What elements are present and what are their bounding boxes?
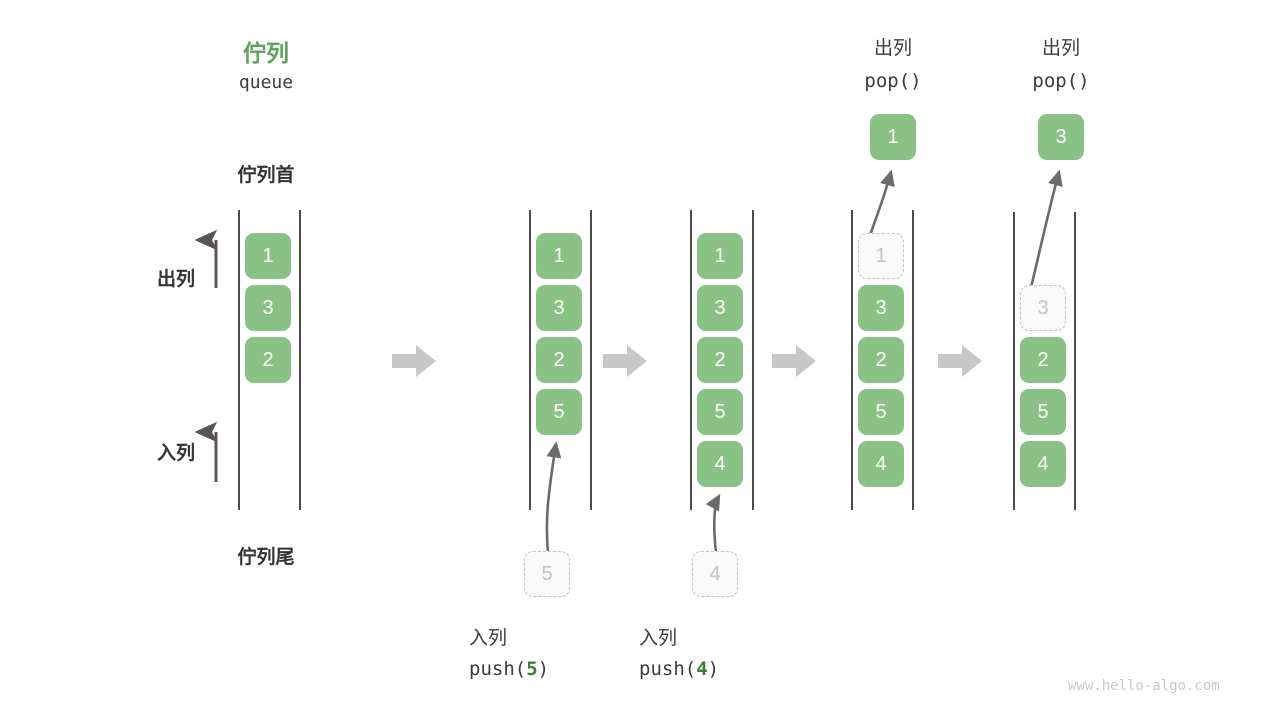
queue-cell: 5 — [697, 389, 743, 435]
queue-cell: 1 — [697, 233, 743, 279]
step-caption-code: push(4) — [639, 658, 829, 680]
queue-cell: 3 — [697, 285, 743, 331]
queue-rail-left — [851, 210, 853, 510]
queue-cell: 2 — [536, 337, 582, 383]
queue-cell: 4 — [858, 441, 904, 487]
queue-rail-left — [690, 210, 692, 510]
queue-cell: 1 — [536, 233, 582, 279]
queue-cell: 1 — [245, 233, 291, 279]
code-suffix: ) — [537, 658, 550, 680]
code-suffix: ) — [707, 658, 720, 680]
queue-rail-left — [1013, 212, 1015, 510]
queue-cell: 4 — [1020, 441, 1066, 487]
queue-rail-right — [752, 210, 754, 510]
page-title: 佇列 — [243, 40, 289, 66]
step-header-code: pop() — [864, 70, 922, 92]
queue-cell: 2 — [245, 337, 291, 383]
step-caption-code: push(5) — [469, 658, 659, 680]
code-prefix: push( — [469, 658, 527, 680]
step-caption-cn: 入列 — [639, 628, 678, 649]
step-arrow-icon — [603, 345, 647, 377]
queue-rail-right — [299, 210, 301, 510]
step-header-cn: 出列 — [873, 38, 912, 59]
queue-cell-removed: 3 — [1020, 285, 1066, 331]
queue-cell: 3 — [536, 285, 582, 331]
queue-cell: 3 — [858, 285, 904, 331]
step-header-code: pop() — [1032, 70, 1090, 92]
queue-cell-new: 4 — [697, 441, 743, 487]
queue-cell: 3 — [245, 285, 291, 331]
queue-tail-label: 佇列尾 — [237, 547, 295, 568]
queue-rail-right — [1074, 212, 1076, 510]
code-arg: 4 — [696, 658, 708, 680]
page-subtitle: queue — [238, 72, 294, 93]
popped-cell: 3 — [1038, 114, 1084, 160]
queue-cell-removed: 1 — [858, 233, 904, 279]
step-caption-cn: 入列 — [469, 628, 508, 649]
queue-rail-right — [912, 210, 914, 510]
step-arrow-icon — [938, 345, 982, 377]
enqueue-label: 入列 — [156, 443, 195, 464]
push-4-curve-arrow — [705, 493, 721, 554]
queue-rail-left — [238, 210, 240, 510]
queue-rail-right — [590, 210, 592, 510]
queue-rail-left — [529, 210, 531, 510]
code-prefix: push( — [639, 658, 697, 680]
queue-head-label: 佇列首 — [237, 165, 295, 186]
push-input-cell: 4 — [692, 551, 738, 597]
queue-cell: 2 — [858, 337, 904, 383]
push-input-cell: 5 — [524, 551, 570, 597]
step-arrow-icon — [392, 345, 436, 377]
queue-cell-new: 5 — [536, 389, 582, 435]
queue-cell: 2 — [697, 337, 743, 383]
step-header-cn: 出列 — [1041, 38, 1080, 59]
queue-cell: 5 — [858, 389, 904, 435]
watermark: www.hello-algo.com — [1068, 678, 1220, 694]
code-arg: 5 — [526, 658, 538, 680]
dequeue-label: 出列 — [156, 269, 195, 290]
queue-cell: 5 — [1020, 389, 1066, 435]
pop-3-curve-arrow — [1027, 169, 1063, 297]
step-arrow-icon — [772, 345, 816, 377]
popped-cell: 1 — [870, 114, 916, 160]
queue-cell: 2 — [1020, 337, 1066, 383]
push-5-curve-arrow — [545, 441, 562, 554]
